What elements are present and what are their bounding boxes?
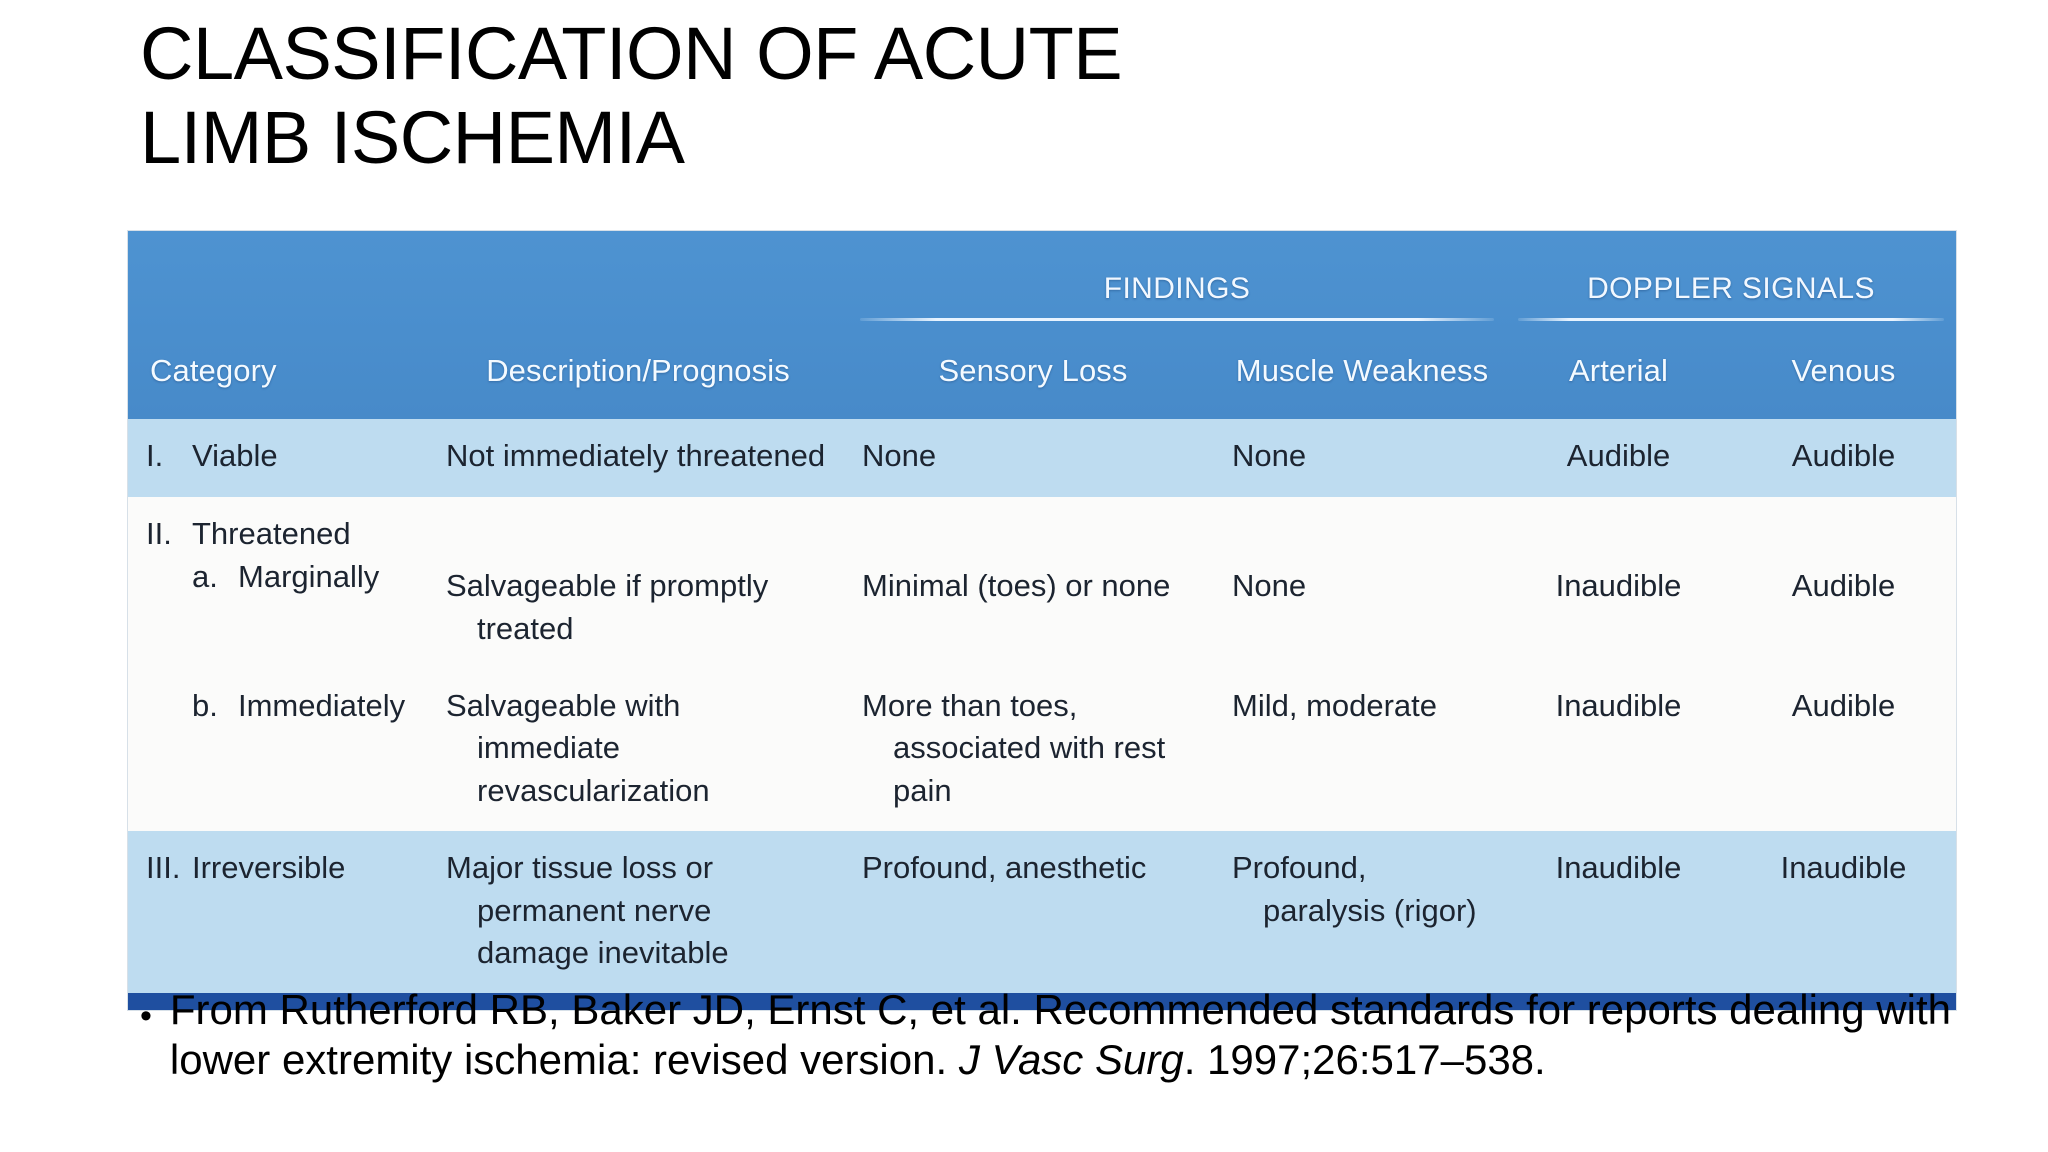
cell-arterial: Audible: [1566, 438, 1671, 473]
cell-venous: Audible: [1791, 687, 1896, 723]
cell-description: Not immediately threatened: [446, 438, 826, 473]
cell-muscle-weakness: None: [1232, 568, 1307, 603]
column-header-muscle-weakness: Muscle Weakness: [1235, 353, 1489, 388]
page-title: CLASSIFICATION OF ACUTE LIMB ISCHEMIA: [140, 12, 1123, 179]
cell-category: I. Viable: [128, 419, 428, 497]
column-header-category: Category: [150, 353, 277, 388]
citation-part-1: From Rutherford RB, Baker JD, Ernst C, e…: [169, 986, 1951, 1083]
cell-description: Salvageable with immediate revasculariza…: [446, 687, 710, 809]
table-bottom-bar: [128, 993, 1956, 1011]
cell-venous: Audible: [1791, 568, 1896, 603]
group-findings: FINDINGS: [848, 272, 1506, 323]
cell-category-numeral: I.: [146, 438, 164, 473]
cell-arterial: Inaudible: [1555, 849, 1682, 885]
cell-sensory-loss: None: [862, 438, 937, 473]
table-row: b. Immediately Salvageable with immediat…: [128, 668, 1956, 831]
group-doppler: DOPPLER SIGNALS: [1506, 272, 1956, 323]
citation-block: • From Rutherford RB, Baker JD, Ernst C,…: [140, 985, 1970, 1085]
cell-category-numeral: II.: [146, 516, 172, 551]
group-doppler-rule: [1518, 318, 1944, 321]
column-header-arterial: Arterial: [1569, 353, 1668, 388]
cell-subcategory-label: Immediately: [238, 687, 406, 723]
cell-muscle-weakness: Mild, moderate: [1232, 687, 1438, 723]
cell-category-label: Threatened: [192, 516, 351, 551]
group-doppler-label: DOPPLER SIGNALS: [1587, 272, 1875, 305]
cell-muscle-weakness: None: [1232, 438, 1307, 473]
column-header-venous: Venous: [1791, 353, 1896, 388]
table-row: III. Irreversible Major tissue loss or p…: [128, 830, 1956, 994]
cell-description: Major tissue loss or permanent nerve dam…: [446, 849, 729, 971]
cell-arterial: Inaudible: [1555, 687, 1682, 723]
column-header-sensory-loss: Sensory Loss: [938, 353, 1128, 388]
cell-subcategory-letter: a.: [192, 558, 218, 594]
group-findings-rule: [860, 318, 1494, 321]
cell-category: III. Irreversible: [128, 831, 428, 993]
cell-subcategory-letter: b.: [192, 687, 218, 723]
table-column-header-row: Category Description/Prognosis Sensory L…: [128, 323, 1956, 419]
citation-journal: J Vasc Surg: [958, 1035, 1184, 1083]
table-group-header-row: FINDINGS DOPPLER SIGNALS: [128, 237, 1956, 323]
cell-venous: Audible: [1791, 438, 1896, 473]
classification-table: FINDINGS DOPPLER SIGNALS Category Descri…: [128, 231, 1956, 1011]
cell-arterial: Inaudible: [1555, 568, 1682, 603]
cell-category: II. Threatened a. Marginally: [128, 497, 428, 669]
cell-muscle-weakness: Profound, paralysis (rigor): [1232, 849, 1477, 928]
citation-text: From Rutherford RB, Baker JD, Ernst C, e…: [170, 985, 1970, 1085]
cell-sensory-loss: Minimal (toes) or none: [862, 568, 1171, 603]
citation-part-2: . 1997;26:517–538.: [1183, 1035, 1546, 1083]
cell-sensory-loss: Profound, anesthetic: [862, 849, 1147, 885]
cell-category: b. Immediately: [128, 669, 428, 831]
cell-category-label: Viable: [192, 438, 278, 473]
cell-category-numeral: III.: [146, 849, 181, 885]
bullet-glyph: •: [140, 997, 152, 1035]
cell-category-label: Irreversible: [192, 849, 346, 885]
cell-venous: Inaudible: [1780, 849, 1907, 885]
table-row: II. Threatened a. Marginally Salvageable…: [128, 497, 1956, 669]
table-header: FINDINGS DOPPLER SIGNALS Category Descri…: [128, 231, 1956, 419]
table-row: I. Viable Not immediately threatened Non…: [128, 419, 1956, 497]
cell-subcategory-label: Marginally: [238, 558, 380, 594]
group-findings-label: FINDINGS: [1103, 272, 1251, 305]
cell-description: Salvageable if promptly treated: [446, 568, 769, 646]
cell-sensory-loss: More than toes, associated with rest pai…: [862, 687, 1166, 809]
column-header-description: Description/Prognosis: [486, 353, 790, 388]
